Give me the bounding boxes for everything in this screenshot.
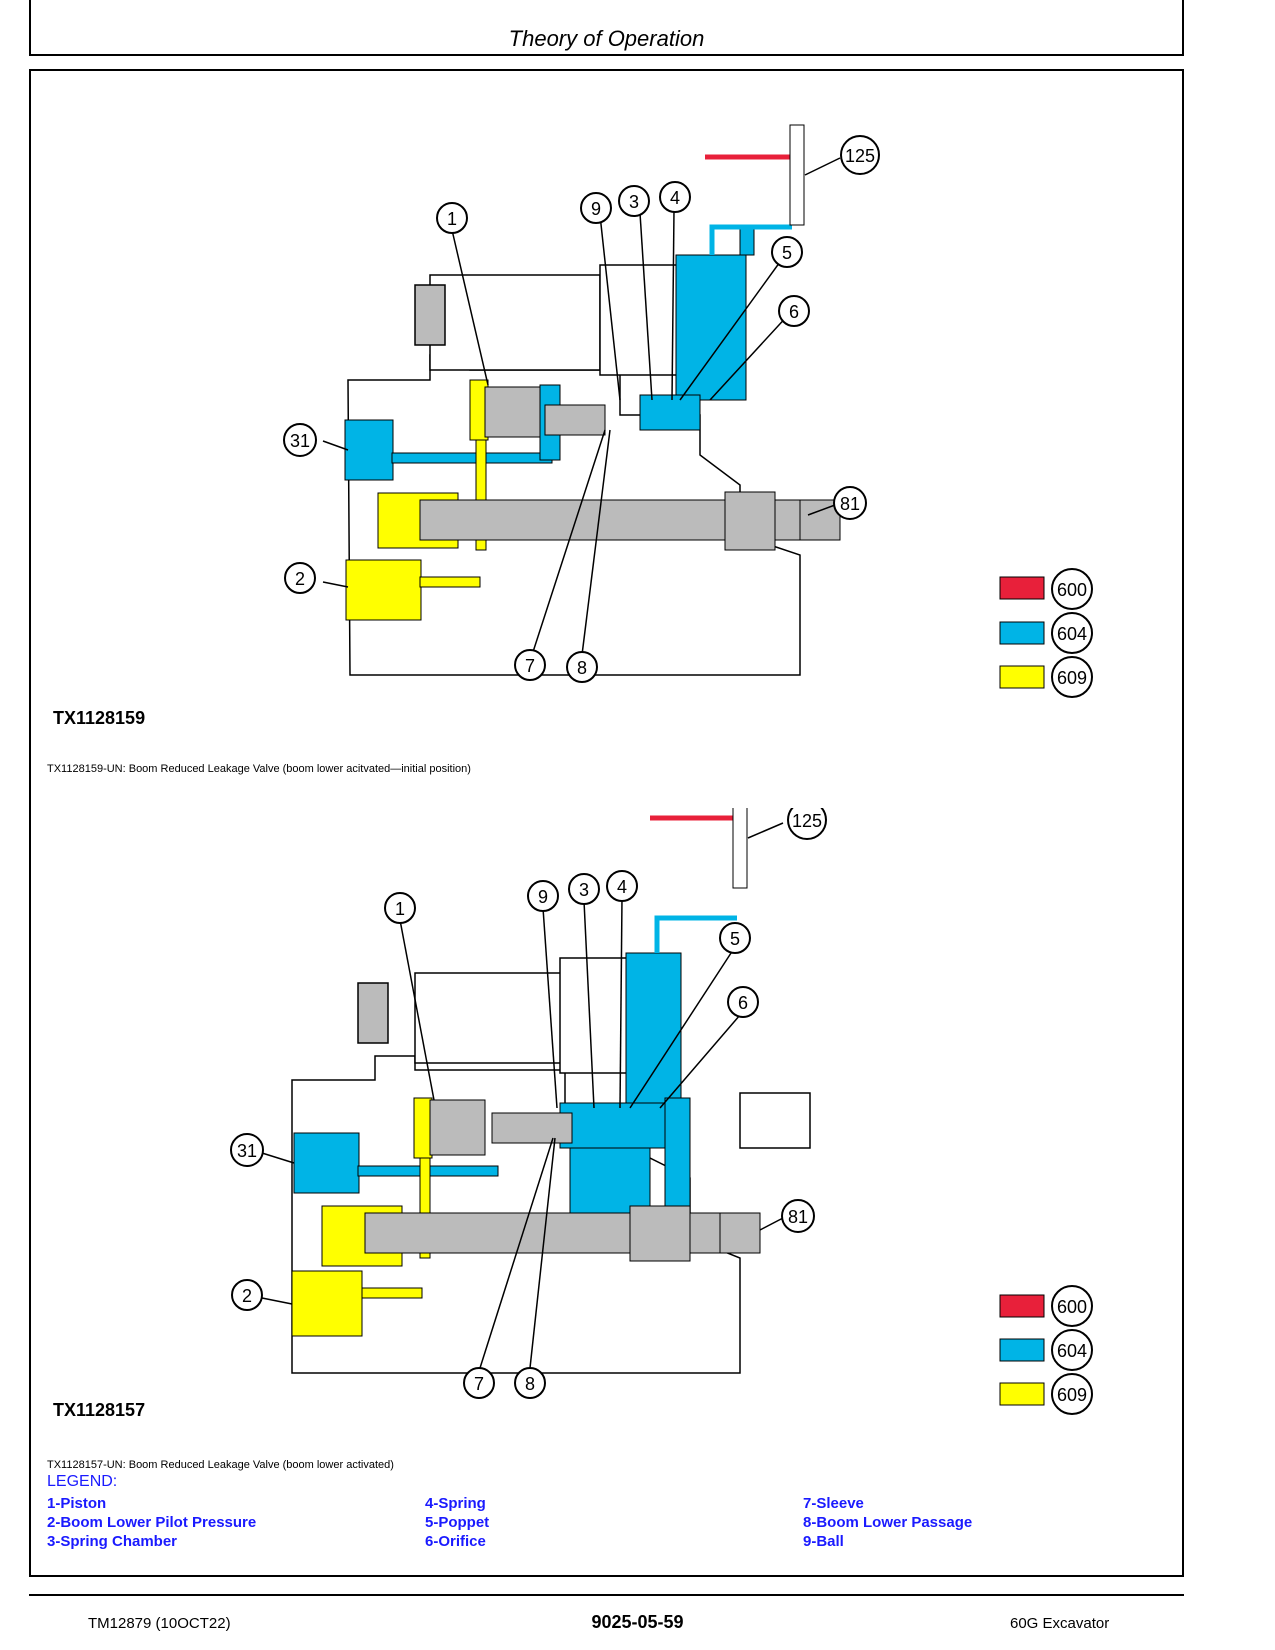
key-609-label: 609 (1057, 668, 1087, 688)
callout-1: 1 (436, 202, 468, 234)
callout-1-label: 1 (447, 209, 457, 229)
svg-text:604: 604 (1057, 1341, 1087, 1361)
svg-text:6: 6 (738, 993, 748, 1013)
svg-text:5: 5 (730, 929, 740, 949)
legend-item: 2-Boom Lower Pilot Pressure (47, 1514, 257, 1531)
svg-text:9: 9 (591, 199, 601, 219)
header-box: Theory of Operation (29, 0, 1184, 56)
svg-text:3: 3 (629, 192, 639, 212)
swatch-609 (999, 665, 1045, 689)
yellow-flow-area (291, 1097, 433, 1337)
svg-text:8: 8 (525, 1374, 535, 1394)
svg-text:4: 4 (617, 877, 627, 897)
page-title: Theory of Operation (508, 26, 705, 51)
callout-5: 5 (771, 236, 803, 268)
sensor (732, 808, 748, 889)
callout-81: 81 (833, 486, 867, 520)
svg-text:1: 1 (395, 899, 405, 919)
legend-item: 4-Spring (425, 1495, 486, 1512)
svg-text:4: 4 (670, 188, 680, 208)
callout-6: 6 (727, 986, 759, 1018)
callout-81: 81 (781, 1199, 815, 1233)
legend-item: 1-Piston (47, 1495, 107, 1512)
svg-text:7: 7 (525, 656, 535, 676)
legend-item: 9-Ball (803, 1533, 844, 1550)
svg-text:6: 6 (789, 302, 799, 322)
legend-item: 3-Spring Chamber (47, 1533, 178, 1550)
figure-1-caption: TX1128159-UN: Boom Reduced Leakage Valve… (47, 763, 471, 775)
callout-8: 7 (514, 649, 546, 681)
leader-lines (261, 822, 784, 1369)
svg-text:81: 81 (840, 494, 860, 514)
spool (419, 386, 841, 551)
diagram-figure-1: 1 9 3 4 5 6 31 2 81 125 7 8 600 604 609 (283, 124, 1093, 698)
svg-text:2: 2 (295, 569, 305, 589)
legend-item: 5-Poppet (425, 1514, 490, 1531)
callouts: 1 9 3 4 5 6 31 2 81 125 7 8 (230, 808, 827, 1399)
callout-31: 31 (230, 1133, 264, 1167)
svg-text:7: 7 (474, 1374, 484, 1394)
color-key: 600 604 609 (999, 1285, 1093, 1415)
footer-manual-id: TM12879 (10OCT22) (88, 1615, 231, 1632)
svg-text:81: 81 (788, 1207, 808, 1227)
leader-lines (322, 157, 841, 656)
callout-9: 9 (527, 880, 559, 912)
callout-4: 4 (606, 870, 638, 902)
figure-1-id: TX1128159 (53, 708, 146, 728)
key-604-label: 604 (1057, 624, 1087, 644)
legend-item: 6-Orifice (425, 1533, 486, 1550)
svg-text:125: 125 (792, 811, 822, 831)
callout-1: 1 (384, 892, 416, 924)
svg-text:609: 609 (1057, 1385, 1087, 1405)
callout-7: 8 (514, 1367, 546, 1399)
content-frame (29, 69, 1184, 1577)
legend-item: 8-Boom Lower Passage (803, 1514, 973, 1531)
swatch-604 (999, 1338, 1045, 1362)
svg-text:5: 5 (782, 243, 792, 263)
callout-7: 8 (566, 651, 598, 683)
callout-3: 3 (618, 185, 650, 217)
swatch-600 (999, 1294, 1045, 1318)
sensor (789, 124, 805, 226)
callout-3: 3 (568, 873, 600, 905)
swatch-600 (999, 576, 1045, 600)
svg-text:31: 31 (290, 431, 310, 451)
color-key: 600 604 609 (999, 568, 1093, 698)
swatch-609 (999, 1382, 1045, 1406)
key-600-label: 600 (1057, 580, 1087, 600)
blue-line (709, 224, 792, 255)
callout-2: 2 (231, 1279, 263, 1311)
callout-8: 7 (463, 1367, 495, 1399)
callout-6: 6 (778, 295, 810, 327)
figure-2-caption: TX1128157-UN: Boom Reduced Leakage Valve… (47, 1459, 394, 1471)
svg-text:8: 8 (577, 658, 587, 678)
callout-5: 5 (719, 922, 751, 954)
callout-125: 125 (787, 808, 827, 840)
callout-2: 2 (284, 562, 316, 594)
legend-title: LEGEND: (47, 1473, 118, 1490)
swatch-604 (999, 621, 1045, 645)
diagram-figure-2: 1 9 3 4 5 6 31 2 81 125 7 8 600 604 609 (230, 808, 1093, 1415)
svg-text:9: 9 (538, 887, 548, 907)
callout-4: 4 (659, 181, 691, 213)
callouts: 1 9 3 4 5 6 31 2 81 125 7 8 (283, 135, 880, 683)
svg-text:31: 31 (237, 1141, 257, 1161)
svg-text:3: 3 (579, 880, 589, 900)
svg-text:600: 600 (1057, 1297, 1087, 1317)
callout-31: 31 (283, 423, 317, 457)
legend-item: 7-Sleeve (803, 1495, 864, 1512)
svg-text:125: 125 (845, 146, 875, 166)
blue-line (654, 915, 737, 953)
footer-page-number: 9025-05-59 (591, 1612, 684, 1632)
footer-model: 60G Excavator (1010, 1615, 1110, 1632)
svg-text:2: 2 (242, 1286, 252, 1306)
callout-9: 9 (580, 192, 612, 224)
figure-2-id: TX1128157 (53, 1400, 146, 1420)
callout-125: 125 (840, 135, 880, 175)
footer-rule (29, 1594, 1184, 1596)
